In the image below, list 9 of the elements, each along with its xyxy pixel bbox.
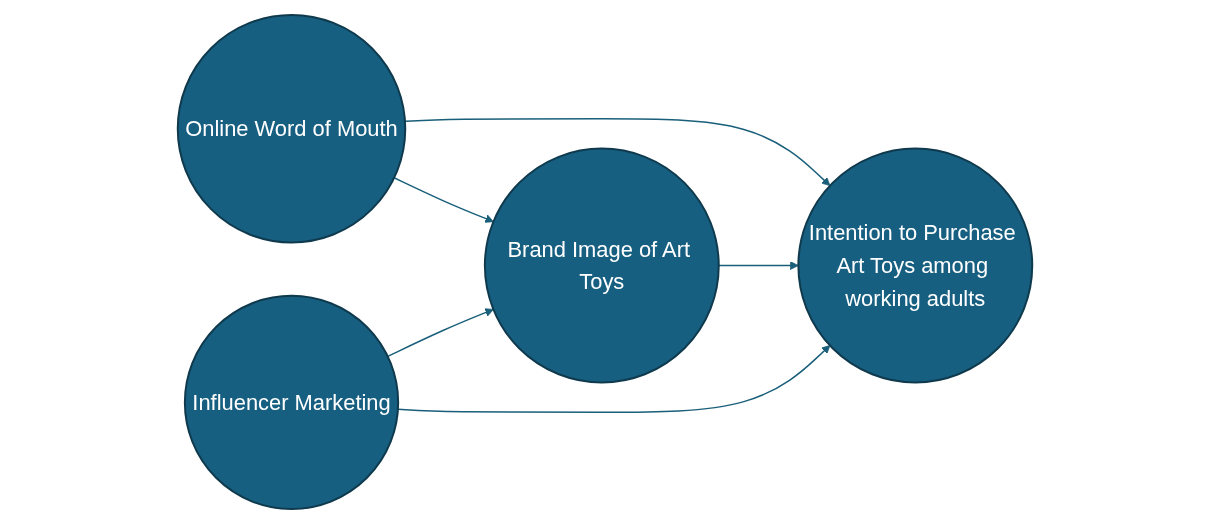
node-circle: Online Word of Mouth [176, 13, 407, 243]
arrow [718, 260, 799, 270]
arrow [387, 307, 494, 357]
node-circle: Intention to Purchase Art Toys among working adults [797, 147, 1034, 383]
arrow [393, 176, 494, 223]
node-circle: Brand Image of Art Toys [483, 147, 720, 383]
arrow [404, 117, 831, 186]
node-circle: Influencer Marketing [183, 294, 400, 510]
arrow [397, 344, 831, 413]
